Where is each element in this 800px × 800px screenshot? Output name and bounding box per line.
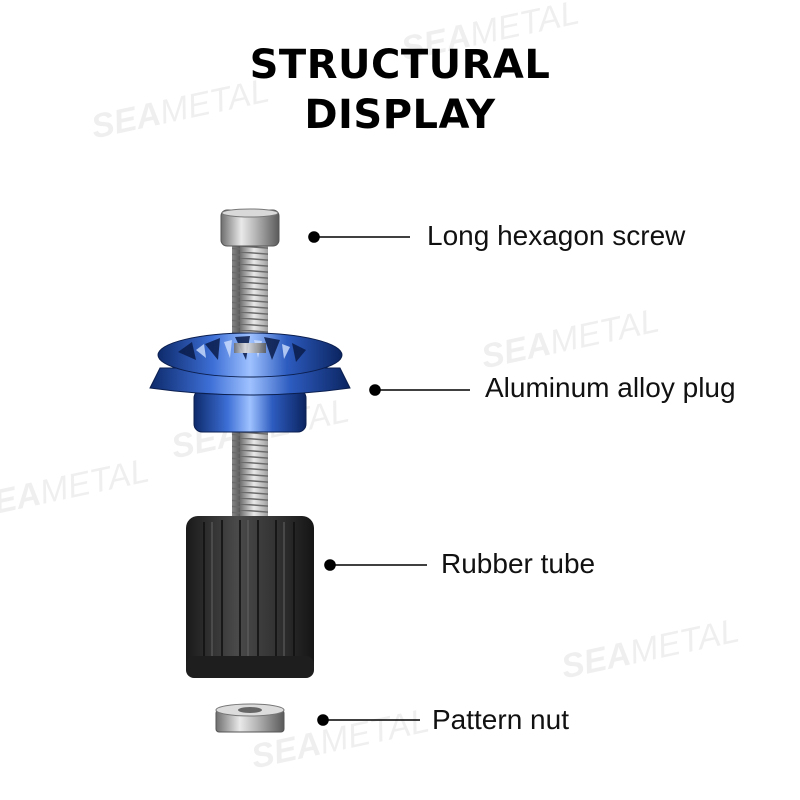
callout-dot: [324, 559, 336, 571]
label-pattern-nut: Pattern nut: [432, 704, 569, 735]
callout-dot: [308, 231, 320, 243]
label-long-hexagon-screw: Long hexagon screw: [427, 220, 686, 251]
pattern-nut: [215, 703, 285, 733]
callout-dot: [369, 384, 381, 396]
label-aluminum-alloy-plug: Aluminum alloy plug: [485, 372, 736, 403]
page-title-line-2: DISPLAY: [304, 92, 496, 138]
rubber-tube: [186, 516, 314, 678]
label-rubber-tube: Rubber tube: [441, 548, 596, 579]
aluminum-alloy-plug: [149, 332, 351, 433]
page-title-line-1: STRUCTURAL: [249, 42, 551, 88]
leader-lines: [308, 231, 470, 726]
callout-dot: [317, 714, 329, 726]
